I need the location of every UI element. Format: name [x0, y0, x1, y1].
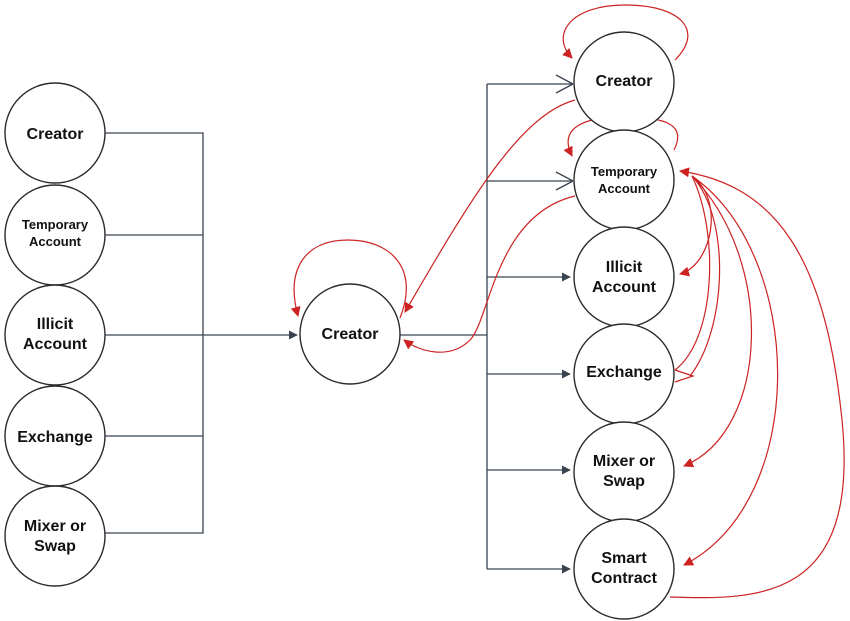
temporary-to-exchange-curve-b: [674, 175, 711, 371]
left-temporary-label-2: Account: [29, 234, 82, 249]
right-mixer-label-2: Swap: [603, 473, 645, 490]
right-smart-label-1: Smart: [601, 550, 647, 567]
right-node-column: [573, 31, 675, 620]
center-creator-self-loop: [290, 239, 407, 319]
left-node-creator: [4, 82, 106, 184]
right-node-mixer-or-swap: [573, 421, 675, 523]
right-temporary-label-1: Temporary: [591, 164, 658, 179]
right-illicit-label-1: Illicit: [606, 259, 643, 276]
temporary-to-mixer-curve: [683, 175, 752, 468]
node-labels: Creator Temporary Account Illicit Accoun…: [17, 73, 662, 587]
left-illicit-label-2: Account: [23, 336, 88, 353]
crow-foot-temporary: [555, 171, 574, 191]
right-connectors: [400, 74, 574, 574]
right-exchange-label: Exchange: [586, 364, 662, 381]
right-creator-self-loop: [562, 4, 689, 61]
center-node-creator: [299, 283, 401, 385]
crow-foot-creator: [555, 74, 574, 94]
center-creator-label: Creator: [322, 326, 379, 343]
temporary-to-exchange-curve-a: [689, 175, 721, 377]
right-smart-label-2: Contract: [591, 570, 657, 587]
left-node-column: [4, 82, 106, 587]
left-exchange-label: Exchange: [17, 429, 93, 446]
right-illicit-label-2: Account: [592, 279, 657, 296]
left-creator-label: Creator: [27, 126, 84, 143]
left-mixer-label-1: Mixer or: [24, 518, 86, 535]
right-mixer-label-1: Mixer or: [593, 453, 655, 470]
temporary-to-center-curve: [403, 195, 576, 353]
right-temporary-label-2: Account: [598, 181, 651, 196]
left-mixer-label-2: Swap: [34, 538, 76, 555]
left-illicit-label-1: Illicit: [37, 316, 74, 333]
right-node-illicit-account: [573, 226, 675, 328]
left-temporary-label-1: Temporary: [22, 217, 89, 232]
red-flows: [290, 4, 845, 599]
smart-contract-to-temporary-curve: [669, 167, 845, 599]
right-creator-label: Creator: [596, 73, 653, 90]
crow-foot-exchange: [674, 369, 695, 383]
right-node-smart-contract: [573, 518, 675, 620]
left-node-illicit-account: [4, 284, 106, 386]
right-node-temporary-account: [573, 129, 675, 231]
left-bus-line: [105, 132, 204, 534]
left-node-mixer-or-swap: [4, 485, 106, 587]
left-connectors: [105, 132, 298, 534]
creator-to-center-curve: [404, 99, 576, 313]
temporary-to-smart-contract-curve: [683, 175, 779, 566]
